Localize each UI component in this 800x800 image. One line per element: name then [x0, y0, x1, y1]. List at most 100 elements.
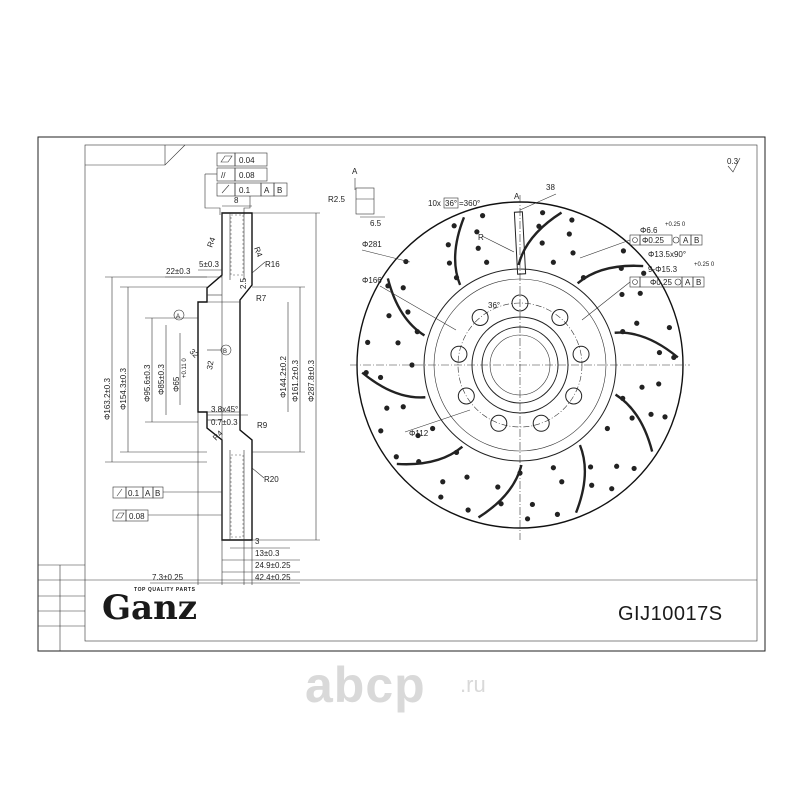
svg-text:R4: R4 — [211, 428, 225, 442]
drill-hole — [393, 454, 399, 460]
drill-hole — [386, 313, 392, 319]
vane-hatch — [230, 454, 244, 538]
svg-text:+0.25 0: +0.25 0 — [694, 262, 715, 268]
drill-hole — [524, 516, 531, 522]
drill-hole — [465, 507, 471, 513]
svg-text://: // — [221, 171, 226, 180]
drill-hole — [484, 259, 490, 265]
drill-hole — [614, 463, 620, 469]
drill-hole — [629, 415, 635, 421]
drill-hole — [641, 270, 647, 276]
watermark-tld: .ru — [460, 672, 486, 697]
drill-hole — [559, 479, 565, 485]
svg-text:B: B — [277, 186, 282, 195]
drill-hole — [438, 494, 444, 500]
section-view: 0.04 // 0.08 0.1 A B — [103, 152, 320, 585]
bolt-hole — [490, 414, 508, 432]
bolt-hole — [511, 294, 529, 312]
svg-text:B: B — [223, 349, 227, 355]
svg-text:0.1: 0.1 — [239, 186, 251, 195]
svg-text:Φ95.6±0.3: Φ95.6±0.3 — [143, 364, 152, 402]
bolt-hole — [551, 309, 569, 327]
lower-tolerance-runout: 0.1 A B — [112, 486, 222, 499]
drill-hole — [569, 217, 575, 223]
bolt-hole — [565, 387, 583, 405]
groove-slots — [361, 211, 679, 519]
groove-slot — [517, 211, 563, 266]
svg-text:Φ85±0.3: Φ85±0.3 — [157, 364, 166, 395]
drill-hole — [609, 486, 615, 492]
svg-text:38: 38 — [546, 183, 555, 192]
svg-text:Φ65: Φ65 — [172, 376, 181, 392]
svg-text:A: A — [685, 278, 691, 287]
drill-hole — [451, 223, 457, 229]
svg-text:A: A — [176, 314, 180, 320]
drilled-holes — [363, 210, 677, 522]
svg-text:B: B — [694, 236, 699, 245]
svg-text:8: 8 — [234, 196, 239, 205]
svg-text:=360°: =360° — [459, 199, 480, 208]
drill-hole — [440, 479, 446, 485]
drill-hole — [656, 381, 662, 387]
svg-text:R7: R7 — [256, 294, 267, 303]
slot-detail — [513, 211, 527, 275]
drill-hole — [540, 210, 546, 216]
svg-text:Φ287.8±0.3: Φ287.8±0.3 — [307, 360, 316, 402]
svg-text:3: 3 — [255, 537, 260, 546]
svg-text:0.7±0.3: 0.7±0.3 — [211, 418, 238, 427]
groove-slot — [386, 278, 426, 337]
svg-text:36°: 36° — [445, 199, 457, 208]
drill-hole — [566, 231, 572, 237]
tolerance-frame-flatness: 0.04 — [216, 152, 268, 167]
drill-hole — [631, 465, 637, 472]
watermark-logo: abcp — [305, 657, 426, 713]
drill-hole — [648, 411, 654, 417]
inner-frame — [84, 144, 758, 642]
svg-text:3.8x45°: 3.8x45° — [211, 405, 238, 414]
svg-text:42.4±0.25: 42.4±0.25 — [255, 573, 291, 582]
tolerance-frame-parallelism: // 0.08 — [216, 167, 268, 182]
svg-text:+0.25 0: +0.25 0 — [665, 222, 686, 228]
bolt-mmc-icon — [674, 278, 682, 286]
drill-hole — [539, 240, 545, 246]
position-icon — [632, 237, 638, 243]
drill-hole — [365, 339, 371, 345]
svg-text:22±0.3: 22±0.3 — [166, 267, 191, 276]
svg-text:Φ163.2±0.3: Φ163.2±0.3 — [103, 378, 112, 420]
drill-hole — [464, 474, 470, 480]
groove-slot — [576, 264, 644, 285]
drill-hole — [637, 290, 643, 296]
groove-slot — [614, 331, 679, 359]
drill-hole — [446, 260, 453, 266]
svg-text:B: B — [155, 489, 160, 498]
svg-text:Φ13.5x90°: Φ13.5x90° — [648, 250, 686, 259]
svg-text:0.08: 0.08 — [129, 512, 145, 521]
sheet-border — [37, 136, 766, 652]
svg-text:Φ144.2±0.2: Φ144.2±0.2 — [279, 356, 288, 398]
svg-text:Φ6.6: Φ6.6 — [640, 226, 658, 235]
groove-slot — [361, 371, 426, 399]
svg-text:R: R — [478, 233, 484, 242]
drill-hole — [384, 405, 390, 411]
svg-text:B: B — [696, 278, 701, 287]
svg-text:2.5: 2.5 — [239, 277, 248, 289]
groove-slot — [614, 393, 654, 452]
svg-text:6.5: 6.5 — [370, 219, 382, 228]
drill-hole — [604, 425, 610, 432]
bolt-holes — [450, 294, 590, 432]
drill-hole — [619, 291, 625, 298]
drill-hole — [403, 258, 409, 265]
drill-hole — [415, 432, 421, 439]
groove-slot — [453, 216, 466, 286]
svg-text:R4: R4 — [252, 246, 264, 259]
brand-tagline: TOP QUALITY PARTS — [134, 587, 196, 593]
drill-hole — [430, 425, 436, 432]
svg-text:R9: R9 — [257, 421, 268, 430]
svg-text:Φ281: Φ281 — [362, 240, 382, 249]
drill-hole — [666, 324, 672, 331]
svg-text:R4: R4 — [205, 235, 217, 248]
drill-hole — [400, 404, 406, 410]
drill-hole — [529, 501, 536, 508]
drill-hole — [554, 511, 561, 517]
